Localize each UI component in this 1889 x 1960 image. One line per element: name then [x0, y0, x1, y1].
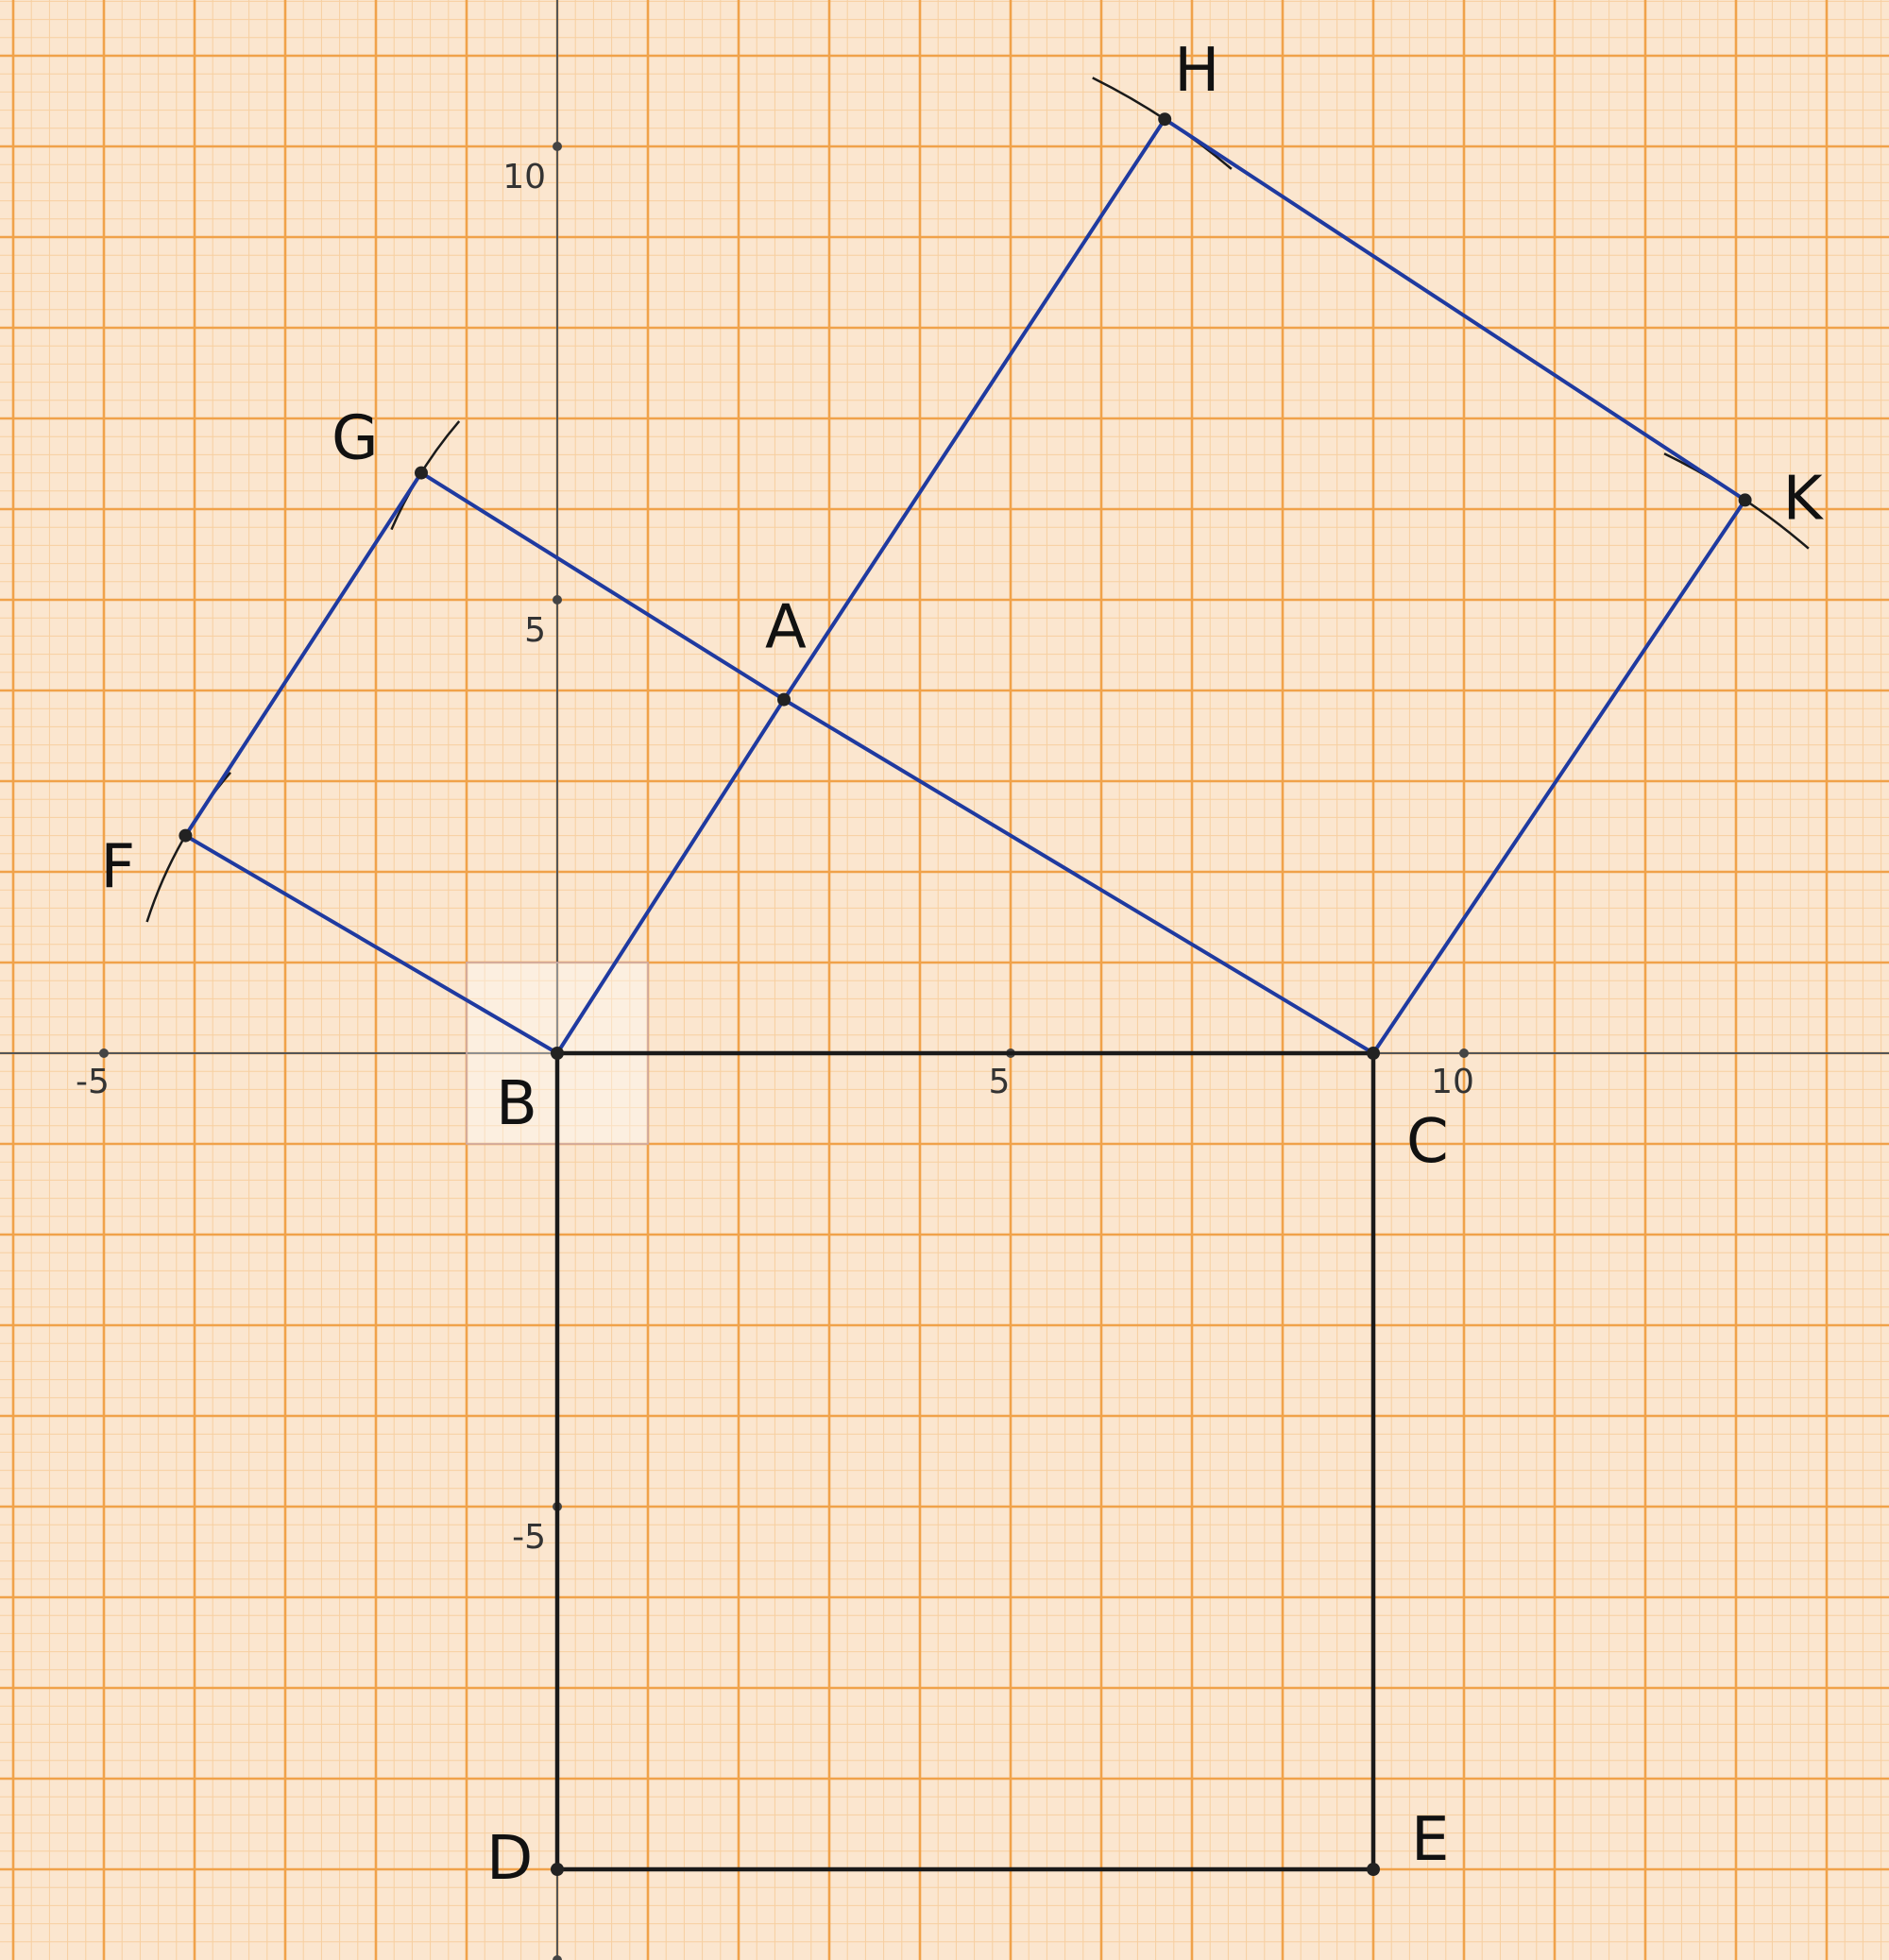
point-label-k: K — [1783, 464, 1825, 534]
point-label-d: D — [486, 1824, 533, 1894]
segment-fg — [183, 470, 423, 838]
point-label-e: E — [1411, 1805, 1449, 1875]
point-e — [1367, 1863, 1380, 1876]
point-label-g: G — [332, 404, 379, 474]
y-tick-label: 5 — [524, 611, 546, 650]
point-k — [1738, 493, 1752, 507]
segment-ga — [419, 470, 786, 702]
segment-bf — [183, 833, 559, 1055]
construction-segments — [183, 117, 1747, 1872]
y-tick-dot — [553, 142, 562, 151]
y-tick-label: -5 — [512, 1518, 546, 1557]
point-label-a: A — [765, 593, 807, 663]
point-b — [551, 1047, 564, 1060]
point-labels: A B C D E F G H K — [100, 36, 1824, 1894]
segment-hk — [1163, 117, 1747, 503]
x-tick-label: 5 — [989, 1063, 1011, 1101]
segment-ba — [555, 697, 786, 1055]
point-f — [179, 828, 193, 843]
y-tick-dot — [553, 595, 562, 605]
construction-points — [179, 112, 1752, 1876]
point-label-b: B — [496, 1069, 537, 1139]
point-d — [551, 1863, 564, 1876]
segment-kc — [1371, 498, 1747, 1055]
point-g — [415, 466, 428, 480]
point-h — [1158, 112, 1172, 127]
point-c — [1367, 1047, 1380, 1060]
segment-ah — [782, 117, 1167, 702]
point-label-h: H — [1174, 36, 1219, 106]
point-label-c: C — [1406, 1107, 1449, 1177]
point-label-f: F — [100, 833, 135, 903]
x-tick-dot — [1459, 1048, 1469, 1058]
y-tick-label: 10 — [502, 158, 546, 196]
point-a — [777, 692, 791, 707]
x-tick-label: 10 — [1431, 1063, 1474, 1101]
y-tick-dot — [553, 1955, 562, 1960]
segment-ac — [782, 697, 1375, 1055]
x-tick-label: -5 — [76, 1063, 110, 1101]
x-tick-dot — [99, 1048, 109, 1058]
